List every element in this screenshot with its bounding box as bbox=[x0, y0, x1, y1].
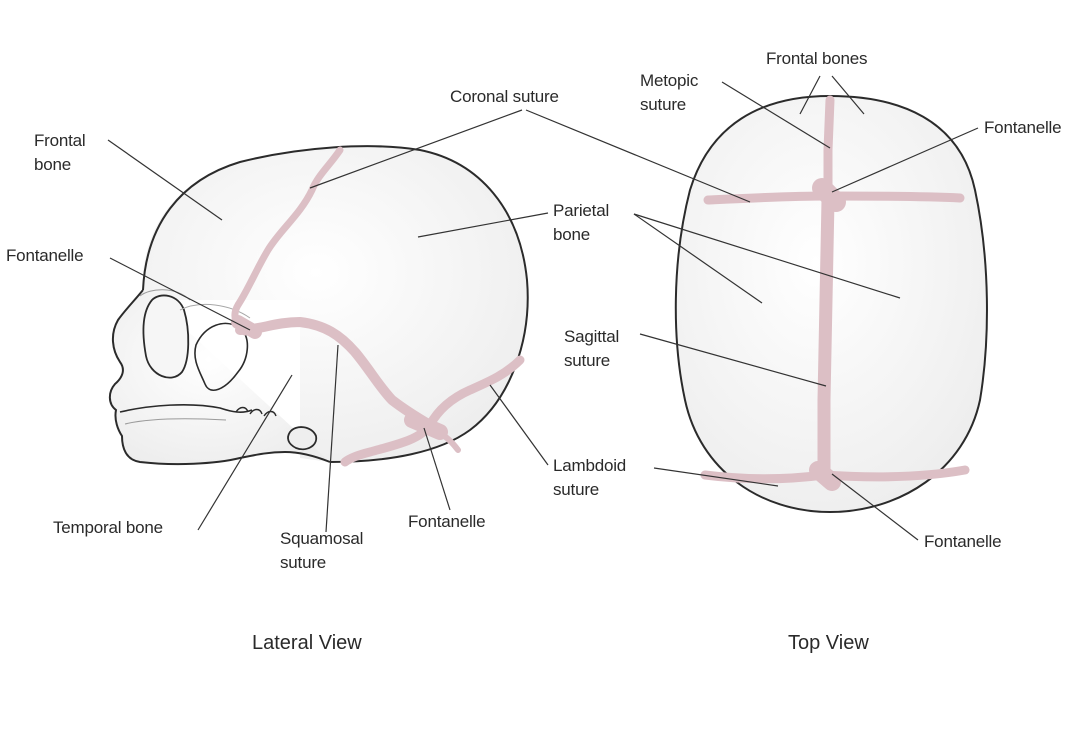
leader-sagittal bbox=[639, 333, 827, 387]
lateral-cranium-line bbox=[142, 145, 529, 463]
label-fontanelle-top-front: Fontanelle bbox=[984, 118, 1062, 137]
label-squamosal-line2: suture bbox=[280, 553, 327, 572]
lateral-lambdoid-branch bbox=[429, 425, 461, 453]
leader-frontal-bones-left bbox=[799, 75, 821, 115]
top-sagittal-suture bbox=[817, 193, 835, 477]
leader-fontanelle-front bbox=[109, 257, 251, 331]
zygomatic-shadow bbox=[179, 304, 251, 319]
leader-fontanelle-front-top bbox=[831, 127, 979, 193]
label-parietal-bone-line2: bone bbox=[553, 225, 591, 244]
label-squamosal-suture: Squamosal suture bbox=[280, 527, 363, 575]
label-parietal-bone: Parietal bone bbox=[553, 199, 609, 247]
orbit bbox=[142, 294, 190, 379]
jaw-line bbox=[119, 403, 253, 413]
top-sutures bbox=[700, 95, 970, 491]
lateral-leader-lines bbox=[107, 109, 549, 533]
label-frontal-bones: Frontal bones bbox=[766, 49, 868, 68]
leader-metopic bbox=[721, 81, 831, 149]
label-metopic-line1: Metopic bbox=[640, 71, 699, 90]
leader-fontanelle-back-lateral bbox=[423, 427, 451, 511]
label-fontanelle-top-back: Fontanelle bbox=[924, 532, 1002, 551]
lateral-skull bbox=[107, 109, 549, 533]
top-leader-lines bbox=[525, 75, 979, 541]
lateral-sutures bbox=[231, 146, 525, 467]
label-coronal-suture: Coronal suture bbox=[450, 87, 559, 106]
leader-lambdoid-top bbox=[653, 467, 779, 487]
leader-parietal-lateral bbox=[417, 212, 549, 238]
leader-frontal-bones-right bbox=[831, 75, 865, 115]
label-frontal-bone-line1: Frontal bbox=[34, 131, 86, 150]
leader-frontal-bone bbox=[107, 139, 223, 221]
zygomatic-outline bbox=[194, 322, 249, 392]
label-lambdoid-line1: Lambdoid bbox=[553, 456, 627, 475]
jaw-line-lower bbox=[124, 418, 227, 425]
leader-squamosal bbox=[325, 344, 339, 533]
label-parietal-bone-line1: Parietal bbox=[553, 201, 610, 220]
ear-opening bbox=[287, 426, 318, 451]
leader-fontanelle-back-top bbox=[831, 473, 919, 541]
top-metopic-suture bbox=[823, 95, 835, 195]
lateral-anterior-fontanelle bbox=[231, 315, 262, 339]
label-metopic-suture: Metopic suture bbox=[640, 69, 698, 117]
leader-parietal-top-right bbox=[633, 213, 901, 299]
label-sagittal-line1: Sagittal bbox=[564, 327, 620, 346]
label-frontal-bone: Frontal bone bbox=[34, 129, 86, 177]
top-skull bbox=[525, 75, 988, 541]
label-lambdoid-line2: suture bbox=[553, 480, 600, 499]
lateral-squamosal-suture bbox=[235, 317, 435, 430]
leader-lambdoid-lateral bbox=[489, 384, 549, 466]
lateral-cranium-outline bbox=[143, 146, 528, 463]
label-fontanelle-lateral-front: Fontanelle bbox=[6, 246, 84, 265]
label-metopic-line2: suture bbox=[640, 95, 687, 114]
lateral-view-title: Lateral View bbox=[252, 632, 362, 654]
label-lambdoid-suture: Lambdoid suture bbox=[553, 454, 626, 502]
leader-parietal-top-left bbox=[633, 213, 763, 304]
leader-coronal-lateral bbox=[309, 109, 523, 189]
teeth bbox=[235, 406, 277, 417]
leader-coronal-top bbox=[525, 109, 751, 203]
top-view-title: Top View bbox=[788, 632, 869, 654]
label-squamosal-line1: Squamosal bbox=[280, 529, 364, 548]
label-sagittal-line2: suture bbox=[564, 351, 611, 370]
lateral-coronal-suture bbox=[231, 146, 344, 336]
label-sagittal-suture: Sagittal suture bbox=[564, 325, 619, 373]
top-posterior-fontanelle bbox=[809, 461, 841, 491]
leader-temporal-bone bbox=[197, 374, 293, 531]
label-fontanelle-lateral-back: Fontanelle bbox=[408, 512, 486, 531]
label-temporal-bone: Temporal bone bbox=[53, 518, 163, 537]
label-frontal-bone-line2: bone bbox=[34, 155, 72, 174]
